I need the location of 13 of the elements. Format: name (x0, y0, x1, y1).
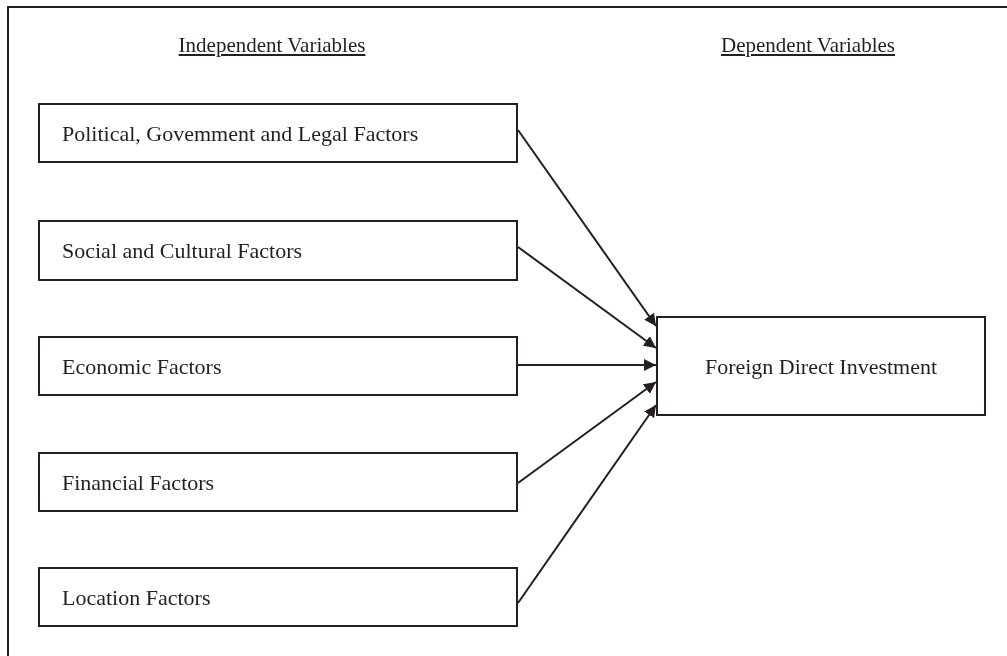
arrow (517, 246, 657, 349)
factor-box: Social and Cultural Factors (38, 220, 518, 281)
arrow (517, 381, 657, 484)
arrow (517, 129, 657, 327)
factor-box: Economic Factors (38, 336, 518, 396)
arrow (517, 359, 657, 371)
column-heading: Dependent Variables (721, 32, 895, 59)
outcome-box: Foreign Direct Investment (656, 316, 986, 416)
factor-box: Political, Govemment and Legal Factors (38, 103, 518, 163)
arrow (517, 404, 657, 604)
factor-box: Financial Factors (38, 452, 518, 512)
column-heading: Independent Variables (178, 32, 366, 59)
factor-box: Location Factors (38, 567, 518, 627)
